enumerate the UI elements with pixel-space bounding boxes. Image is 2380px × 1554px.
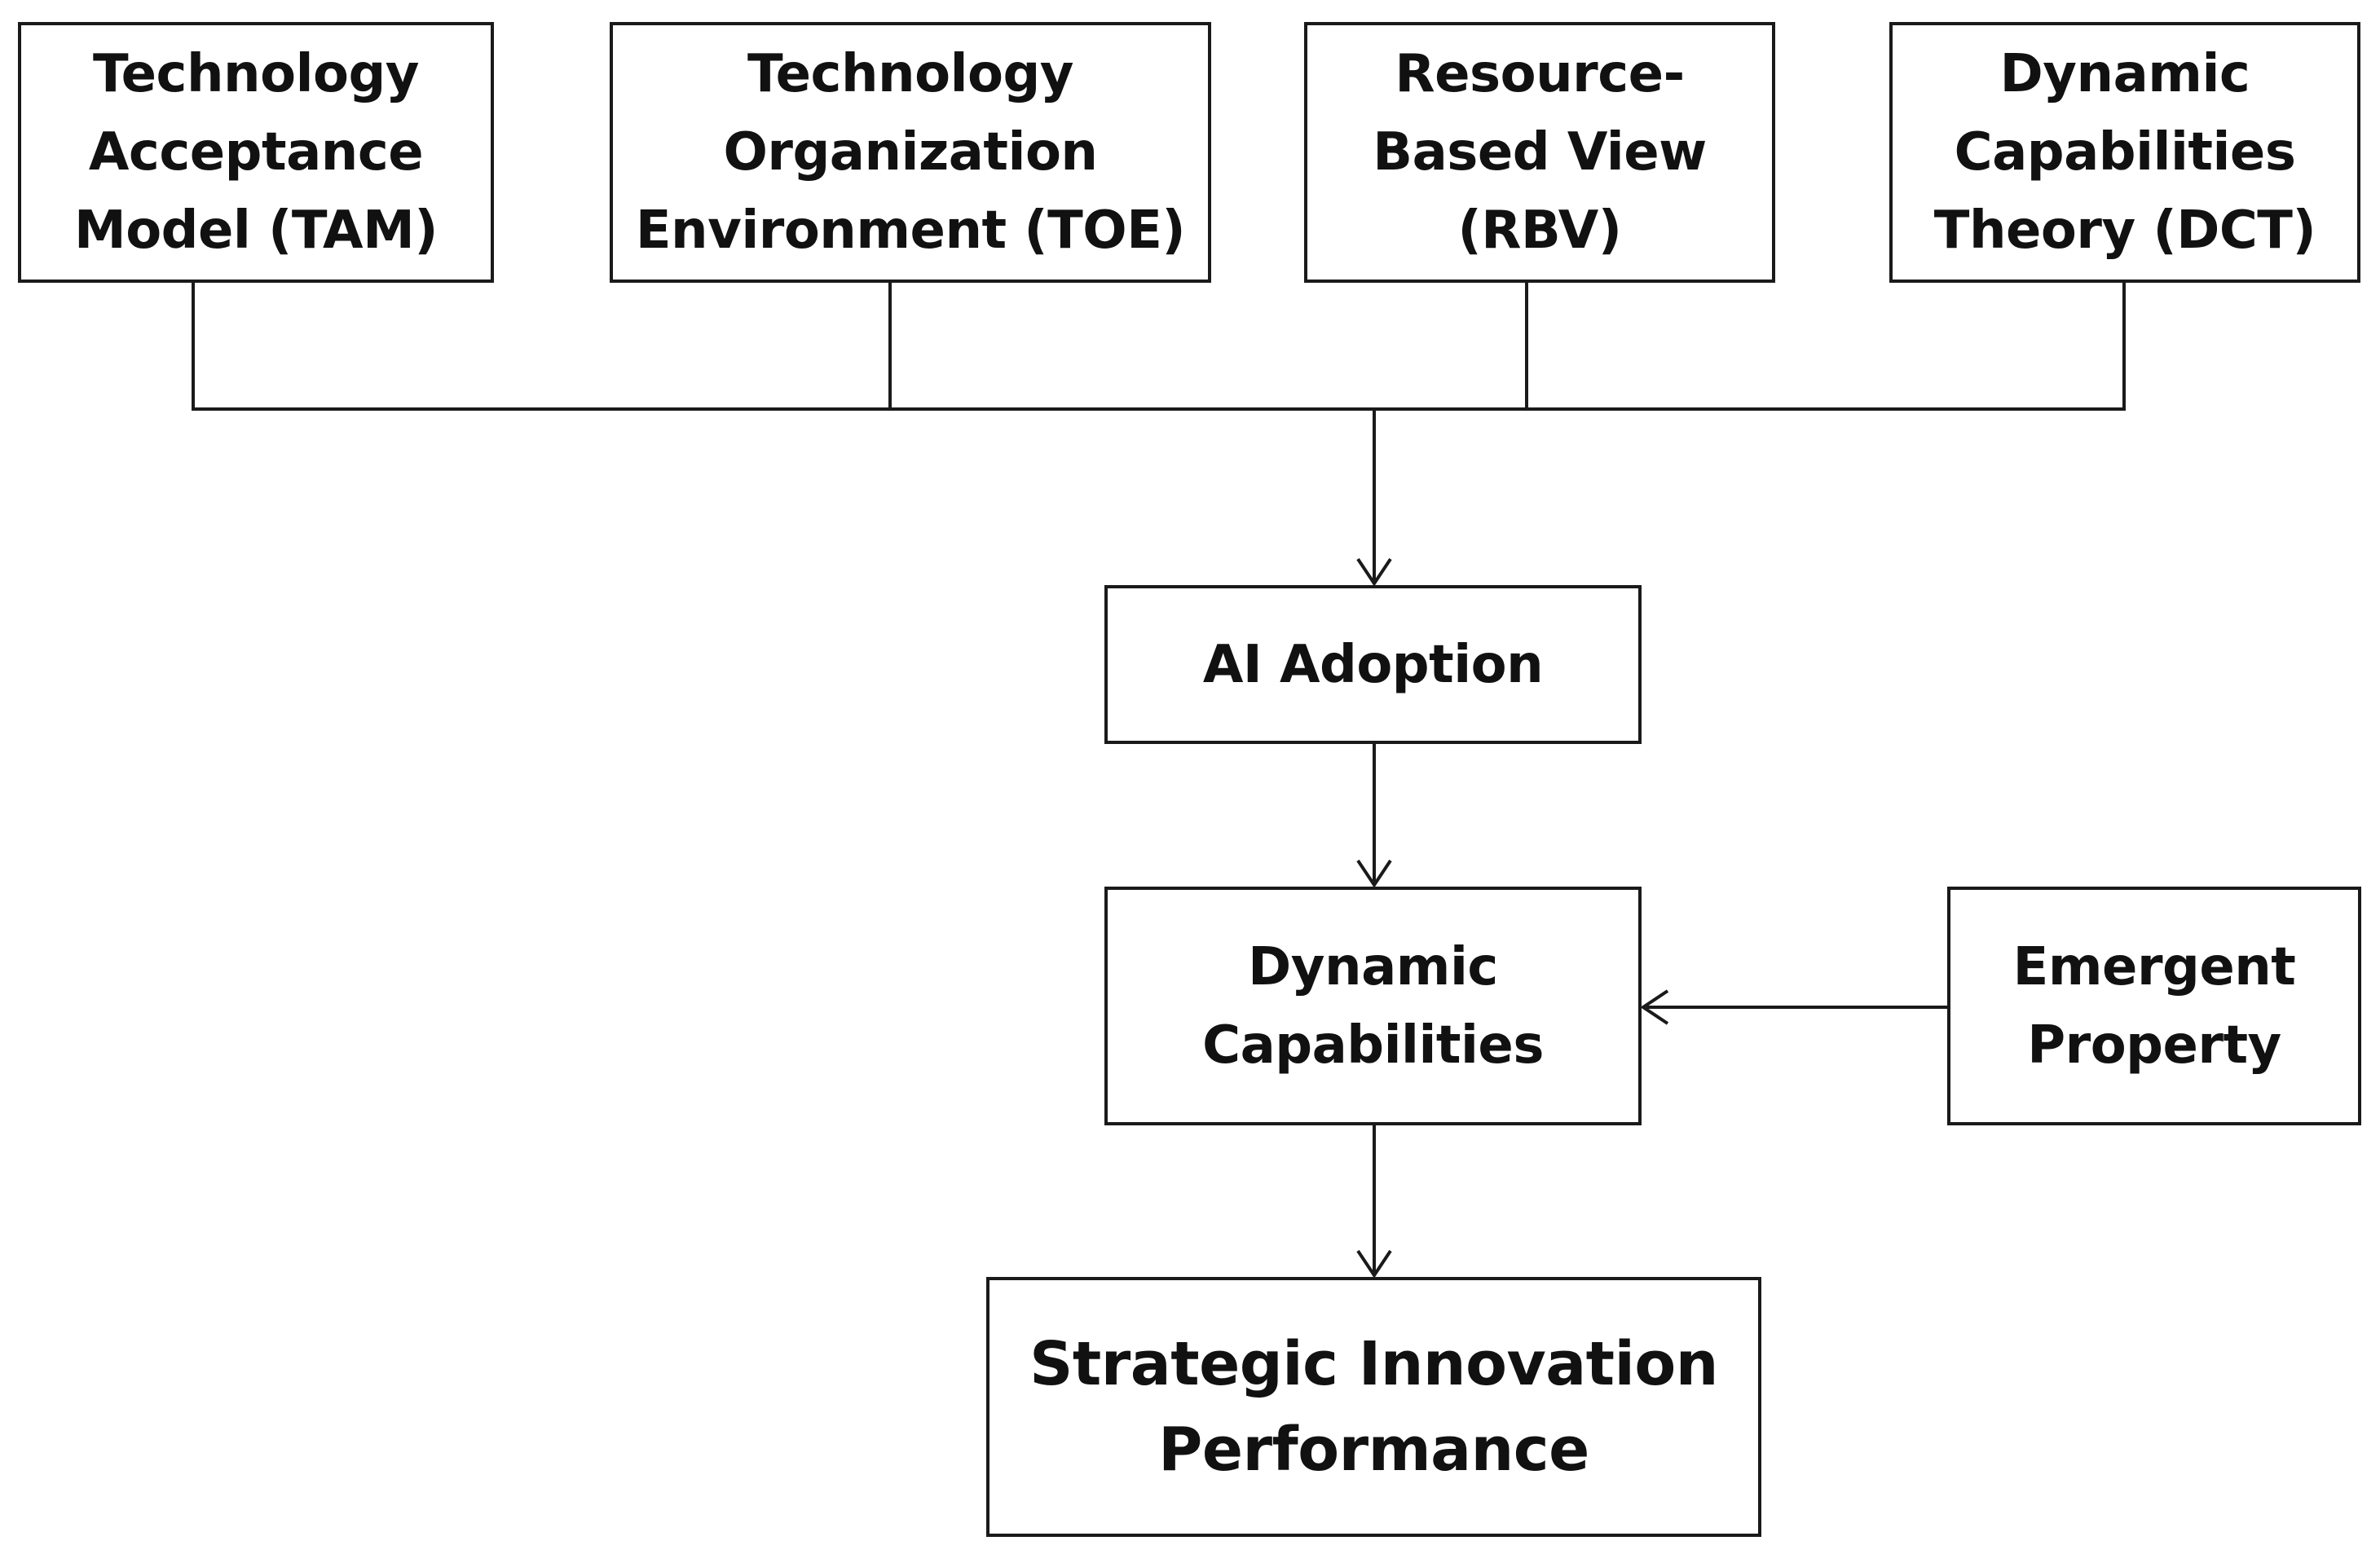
toe-label: Technology Organization Environment (TOE… — [635, 44, 1186, 261]
dynamic-capabilities-box: Dynamic Capabilities — [1104, 887, 1642, 1125]
strategic-innovation-performance-label: Strategic Innovation Performance — [1029, 1328, 1718, 1485]
toe-box: Technology Organization Environment (TOE… — [610, 22, 1211, 283]
emergent-property-label: Emergent Property — [2012, 936, 2296, 1076]
rbv-box: Resource- Based View (RBV) — [1304, 22, 1775, 283]
arrowhead-emergent — [1640, 989, 1669, 1025]
dct-label: Dynamic Capabilities Theory (DCT) — [1933, 44, 2316, 261]
tam-label: Technology Acceptance Model (TAM) — [74, 44, 439, 261]
dynamic-capabilities-label: Dynamic Capabilities — [1202, 936, 1544, 1076]
rbv-label: Resource- Based View (RBV) — [1373, 44, 1707, 261]
arrowhead-dynamic-capabilities — [1356, 859, 1392, 888]
arrowhead-performance — [1356, 1249, 1392, 1279]
arrowhead-ai-adoption — [1356, 557, 1392, 587]
dct-box: Dynamic Capabilities Theory (DCT) — [1889, 22, 2360, 283]
strategic-innovation-performance-box: Strategic Innovation Performance — [986, 1277, 1761, 1537]
ai-adoption-box: AI Adoption — [1104, 585, 1642, 744]
ai-adoption-label: AI Adoption — [1202, 634, 1544, 695]
tam-box: Technology Acceptance Model (TAM) — [18, 22, 494, 283]
emergent-property-box: Emergent Property — [1947, 887, 2361, 1125]
